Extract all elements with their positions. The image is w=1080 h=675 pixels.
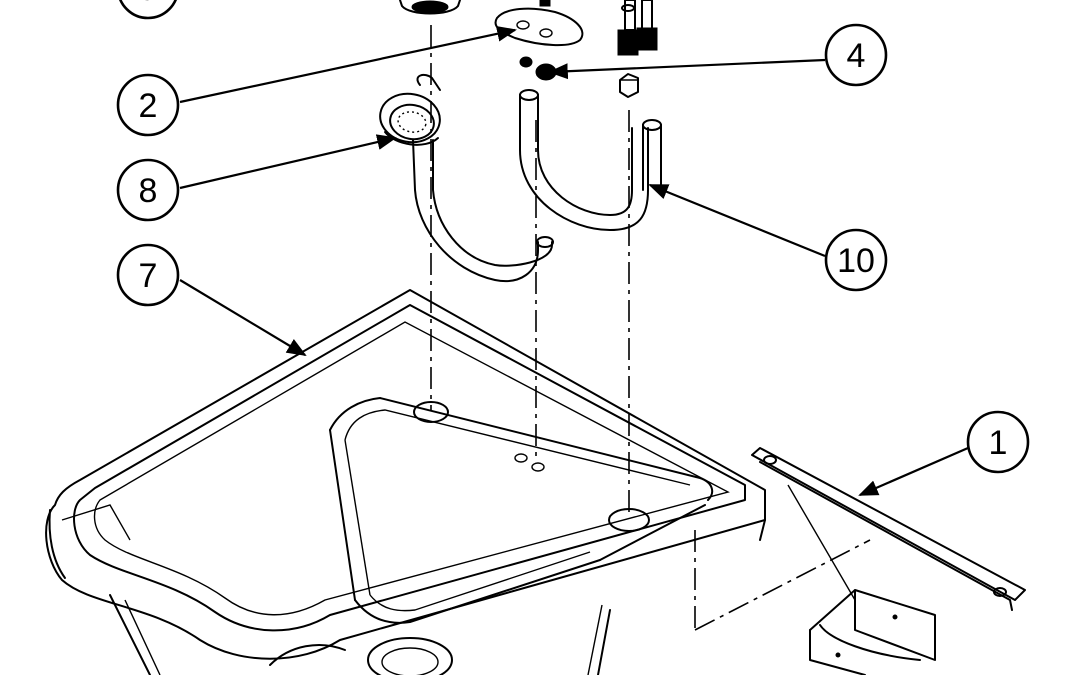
callout-10: 10 (824, 228, 888, 292)
callout-8-label: 8 (139, 172, 158, 210)
sink-basin (45, 289, 766, 675)
part-8-spray-head (379, 73, 441, 146)
callout-9-label: 9 (139, 0, 158, 8)
part-9-strainer (399, 0, 461, 15)
callout-8: 8 (116, 158, 180, 222)
part-2-gasket-plate (494, 0, 584, 47)
callout-9: 9 (119, 0, 177, 20)
callout-1: 1 (966, 410, 1030, 474)
callout-2: 2 (116, 73, 180, 137)
faucet-valves (617, 0, 658, 56)
part-1-mounting-bracket (751, 447, 1026, 675)
callout-4-label: 4 (847, 37, 866, 75)
callout-10-label: 10 (837, 242, 875, 280)
callout-1-label: 1 (989, 424, 1008, 462)
spray-hose (412, 139, 554, 283)
part-4-nuts (519, 56, 639, 98)
callout-7-label: 7 (139, 257, 158, 295)
assembly-center-lines (430, 25, 871, 631)
callout-4: 4 (824, 23, 888, 87)
leader-lines (179, 26, 969, 497)
callout-2-label: 2 (139, 87, 158, 125)
part-10-u-tube (519, 89, 662, 231)
callout-7: 7 (116, 243, 180, 307)
